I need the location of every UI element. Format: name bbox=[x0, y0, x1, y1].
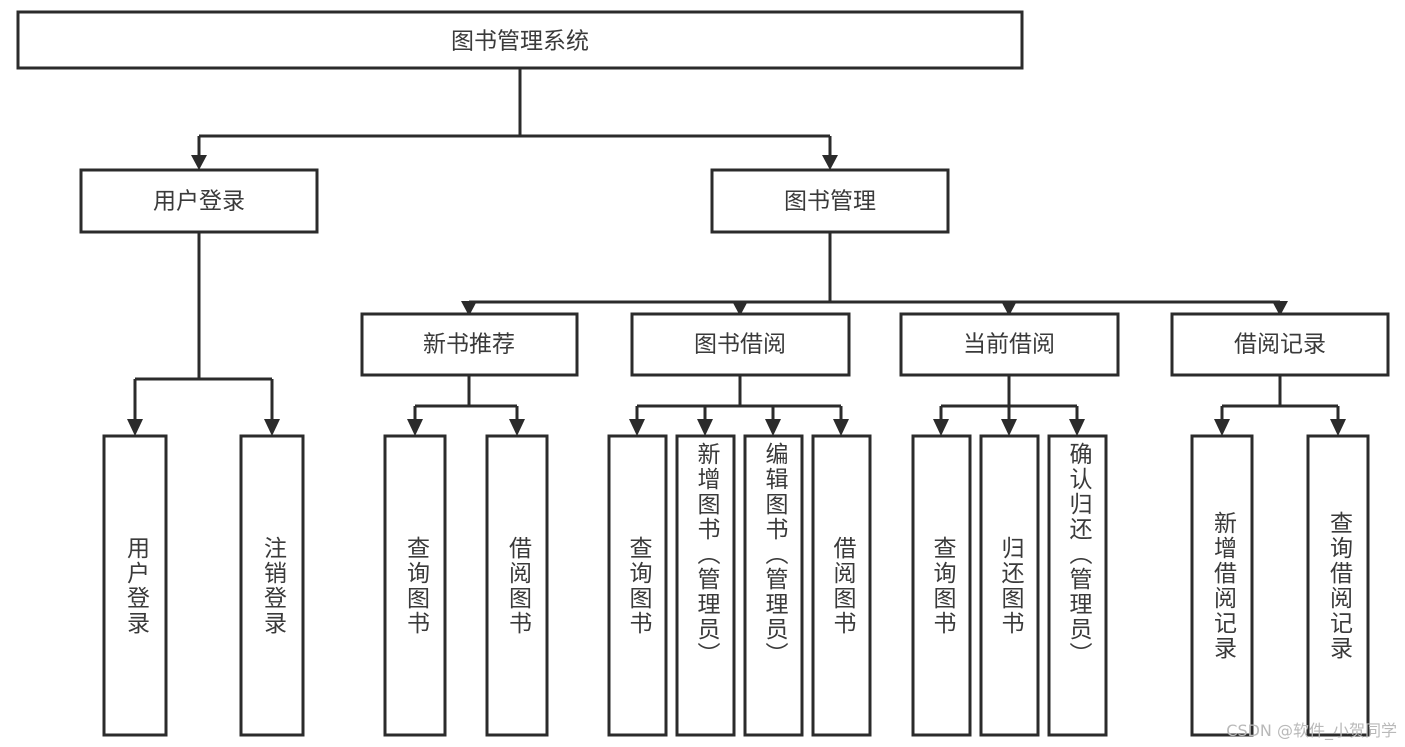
arrow-to-user-login bbox=[191, 155, 207, 170]
arrow-userlogin-leaf-1 bbox=[127, 419, 143, 436]
arrow-bookborrow-leaf-2 bbox=[697, 419, 713, 436]
edges-layer bbox=[127, 68, 1346, 436]
node-box-leaf-book-borrow-4[interactable] bbox=[811, 434, 872, 737]
leaf-borrow-record-2[interactable]: 查询借阅记录 bbox=[1308, 436, 1368, 735]
leaf-label-book-borrow-2: 新增图书（管理员） bbox=[693, 442, 719, 667]
leaf-label-new-book-1: 查询图书 bbox=[402, 535, 429, 636]
arrow-borrowrecord-leaf-2 bbox=[1330, 419, 1346, 436]
leaf-label-book-borrow-3: 编辑图书（管理员） bbox=[761, 442, 787, 667]
arrow-to-book-manage bbox=[822, 155, 838, 170]
leaf-label-user-login-1: 用户登录 bbox=[122, 535, 149, 636]
node-box-leaf-new-book-1[interactable] bbox=[383, 434, 447, 737]
node-label-new-book-recommend: 新书推荐 bbox=[423, 332, 515, 358]
csdn-watermark: CSDN @软件_小贺同学 bbox=[1226, 721, 1397, 740]
arrow-newbook-leaf-2 bbox=[509, 419, 525, 436]
arrow-bookborrow-leaf-4 bbox=[833, 419, 849, 436]
leaf-label-borrow-record-1: 新增借阅记录 bbox=[1209, 510, 1236, 661]
node-box-leaf-new-book-2[interactable] bbox=[485, 434, 549, 737]
arrow-bookborrow-leaf-1 bbox=[629, 419, 645, 436]
node-box-leaf-book-borrow-3[interactable] bbox=[743, 434, 804, 737]
leaf-current-borrow-2[interactable]: 归还图书 bbox=[981, 436, 1038, 735]
leaf-label-current-borrow-3: 确认归还（管理员） bbox=[1065, 442, 1091, 667]
node-box-leaf-current-borrow-3[interactable] bbox=[1047, 434, 1108, 737]
node-label-book-borrow: 图书借阅 bbox=[694, 332, 786, 358]
leaf-label-current-borrow-1: 查询图书 bbox=[929, 535, 955, 636]
arrow-currentborrow-leaf-1 bbox=[933, 419, 949, 436]
node-box-current-borrow[interactable] bbox=[899, 312, 1120, 377]
node-box-user-login[interactable] bbox=[79, 168, 319, 234]
leaf-user-login-1[interactable]: 用户登录 bbox=[104, 436, 166, 735]
leaf-book-borrow-2[interactable]: 新增图书（管理员） bbox=[677, 442, 734, 735]
leaf-borrow-record-1[interactable]: 新增借阅记录 bbox=[1192, 436, 1252, 735]
leaf-new-book-2[interactable]: 借阅图书 bbox=[487, 436, 547, 735]
arrow-userlogin-leaf-2 bbox=[264, 419, 280, 436]
node-box-book-manage[interactable] bbox=[710, 168, 950, 234]
leaf-label-borrow-record-2: 查询借阅记录 bbox=[1325, 510, 1352, 661]
nodes-layer: 图书管理系统 用户登录 图书管理 新书推荐 图书借阅 当前借阅 借阅记录 bbox=[16, 10, 1390, 737]
arrow-to-borrow-record bbox=[1272, 301, 1288, 316]
arrow-currentborrow-leaf-3 bbox=[1069, 419, 1085, 436]
node-box-new-book-recommend[interactable] bbox=[360, 312, 579, 377]
arrow-borrowrecord-leaf-1 bbox=[1214, 419, 1230, 436]
arrow-newbook-leaf-1 bbox=[407, 419, 423, 436]
node-box-book-borrow[interactable] bbox=[630, 312, 851, 377]
node-box-leaf-current-borrow-1[interactable] bbox=[911, 434, 972, 737]
node-box-leaf-current-borrow-2[interactable] bbox=[979, 434, 1040, 737]
arrow-bookborrow-leaf-3 bbox=[765, 419, 781, 436]
leaf-label-user-login-2: 注销登录 bbox=[259, 535, 286, 636]
node-box-leaf-borrow-record-2[interactable] bbox=[1306, 434, 1370, 737]
leaf-book-borrow-4[interactable]: 借阅图书 bbox=[813, 436, 870, 735]
arrow-to-book-borrow bbox=[732, 301, 748, 316]
node-box-root[interactable] bbox=[16, 10, 1024, 70]
node-label-current-borrow: 当前借阅 bbox=[963, 332, 1055, 358]
arrow-to-new-book bbox=[461, 301, 477, 316]
node-box-leaf-book-borrow-1[interactable] bbox=[607, 434, 668, 737]
node-label-user-login: 用户登录 bbox=[153, 189, 245, 215]
leaf-label-book-borrow-4: 借阅图书 bbox=[829, 535, 855, 636]
node-label-book-manage: 图书管理 bbox=[784, 189, 876, 215]
node-box-leaf-borrow-record-1[interactable] bbox=[1190, 434, 1254, 737]
leaf-new-book-1[interactable]: 查询图书 bbox=[385, 436, 445, 735]
leaf-current-borrow-1[interactable]: 查询图书 bbox=[913, 436, 970, 735]
leaf-user-login-2[interactable]: 注销登录 bbox=[241, 436, 303, 735]
leaf-current-borrow-3[interactable]: 确认归还（管理员） bbox=[1049, 442, 1106, 735]
arrow-to-current-borrow bbox=[1001, 301, 1017, 316]
leaf-book-borrow-1[interactable]: 查询图书 bbox=[609, 436, 666, 735]
node-box-leaf-user-login-2[interactable] bbox=[239, 434, 305, 737]
node-label-root: 图书管理系统 bbox=[451, 29, 589, 55]
node-label-borrow-record: 借阅记录 bbox=[1234, 332, 1326, 358]
leaf-book-borrow-3[interactable]: 编辑图书（管理员） bbox=[745, 442, 802, 735]
leaf-label-book-borrow-1: 查询图书 bbox=[625, 535, 651, 636]
leaf-label-current-borrow-2: 归还图书 bbox=[997, 535, 1023, 636]
node-box-leaf-user-login-1[interactable] bbox=[102, 434, 168, 737]
node-box-borrow-record[interactable] bbox=[1170, 312, 1390, 377]
node-box-leaf-book-borrow-2[interactable] bbox=[675, 434, 736, 737]
arrow-currentborrow-leaf-2 bbox=[1001, 419, 1017, 436]
leaf-label-new-book-2: 借阅图书 bbox=[504, 535, 531, 636]
